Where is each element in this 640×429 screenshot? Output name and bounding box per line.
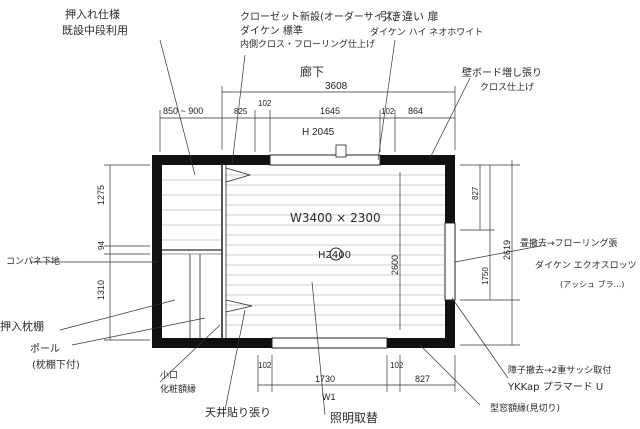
dim-bottom-102a: 102: [258, 361, 272, 370]
dim-825: 825: [234, 107, 248, 116]
dim-102a: 102: [258, 99, 272, 108]
label-top-left-1: 押入れ仕様: [65, 7, 120, 21]
label-door-height: H 2045: [302, 127, 335, 138]
label-wall-board-2: クロス仕上げ: [480, 81, 534, 93]
dim-bottom-827: 827: [415, 374, 430, 384]
dim-864: 864: [408, 106, 423, 116]
label-floor-2: ダイケン エクオスロッツ: [535, 259, 637, 271]
dim-overall-width: 3608: [325, 81, 348, 92]
dim-1645: 1645: [320, 106, 340, 116]
label-left-edge: コンパネ下地: [6, 255, 60, 267]
label-top-left-2: 既設中段利用: [62, 23, 128, 37]
dim-room-depth: 2600: [390, 255, 400, 275]
label-small-1: 小口: [160, 370, 178, 381]
label-floor-1: 畳撤去→フローリング張: [520, 237, 618, 249]
ceiling-light-mark: [329, 247, 343, 261]
dim-bottom-w1: W1: [322, 392, 336, 402]
dim-right-2619: 2619: [502, 240, 512, 260]
dim-right-827: 827: [471, 186, 480, 200]
closet-partition: [162, 165, 253, 338]
dim-bottom-1730: 1730: [315, 374, 335, 384]
label-frame: 型窓額縁(見切り): [490, 402, 560, 414]
dim-right-1750: 1750: [481, 267, 490, 285]
label-pole-2: (枕棚下付): [32, 358, 80, 371]
label-small-2: 化粧額縁: [160, 383, 196, 395]
label-lighting: 照明取替: [330, 411, 378, 425]
dim-left-94: 94: [97, 241, 106, 250]
label-top-mid-1: クローゼット新設(オーダーサイズ): [240, 10, 397, 23]
dim-left-1275: 1275: [96, 185, 106, 205]
label-sash-1: 障子撤去→2重サッシ取付: [508, 364, 611, 376]
dim-left-1310: 1310: [96, 280, 106, 300]
label-pole-1: ポール: [30, 343, 60, 355]
label-room-size: W3400 × 2300: [290, 211, 381, 225]
label-top-mid-3: 内側クロス・フローリング仕上げ: [240, 38, 375, 50]
label-top-mid-2: ダイケン 標準: [240, 24, 303, 37]
door-handle-mark: [335, 144, 347, 158]
leader-lines: [30, 39, 541, 416]
label-corridor: 廊下: [300, 64, 324, 79]
label-wall-board-1: 壁ボード増し張り: [462, 66, 542, 79]
label-left-shelf: 押入枕棚: [0, 319, 44, 333]
dim-102b: 102: [381, 107, 395, 116]
label-top-right-2: ダイケン ハイ ネオホワイト: [370, 26, 483, 38]
room-walls: [152, 154, 456, 349]
label-floor-3: (アッシュ ブラ...): [560, 279, 624, 289]
label-ceiling-height: H2400: [318, 250, 351, 261]
label-ceiling: 天井貼り張り: [205, 405, 271, 419]
label-sash-2: YKKap プラマード U: [507, 381, 603, 393]
floor-planks: [162, 174, 445, 326]
dimension-lines: [104, 86, 520, 392]
label-top-right-1: 引き違い 扉: [380, 9, 439, 23]
dim-left-range: 850 ~ 900: [163, 106, 203, 116]
dim-bottom-102b: 102: [390, 361, 404, 370]
